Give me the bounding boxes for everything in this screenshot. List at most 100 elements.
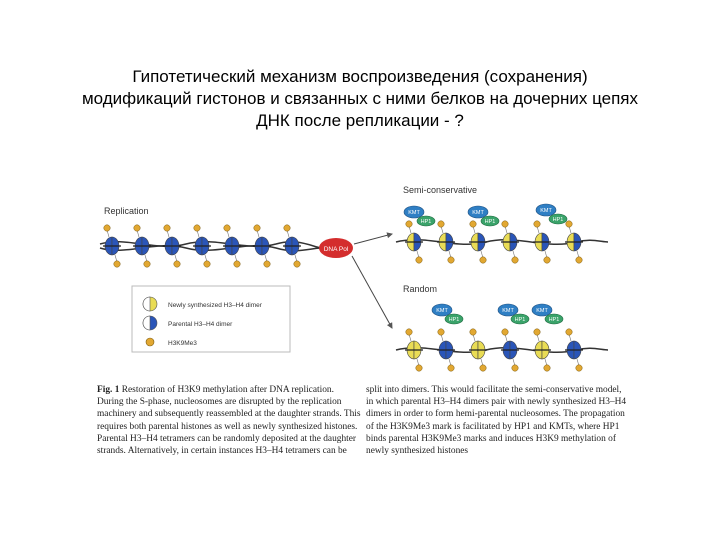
kmt-label: KMT [540,208,552,214]
hp1-label: HP1 [549,317,560,323]
nucleosome [193,224,211,268]
nucleosome [565,220,583,264]
h3k9me3-mark [565,328,573,336]
nucleosome [253,224,271,268]
hp1-protein [548,213,568,225]
h3k9me3-mark [113,260,121,268]
h3k9me3-mark [293,260,301,268]
h3k9me3-mark [415,256,423,264]
h3k9me3-mark [533,328,541,336]
title-line-3: ДНК после репликации - ? [256,111,464,130]
random-nucleosomes [405,328,583,372]
kmt-enzyme [431,303,453,317]
caption-line: in which parental H3–H4 dimers pair with… [366,397,627,408]
caption-line: strands. Alternatively, in certain insta… [97,446,347,457]
dna-pol-shape [319,238,353,258]
hp1-protein [510,313,530,325]
kmt-enzyme [535,203,557,217]
legend-box [131,285,291,353]
caption-line: split into dimers. This would facilitate… [366,385,622,395]
hp1-protein [416,215,436,227]
parental-nucleosomes [103,224,301,268]
kmt-label: KMT [502,308,514,314]
caption-line: of the H3K9Me3 mark is facilitated by HP… [366,421,620,432]
nucleosome [163,224,181,268]
h3k9me3-mark [193,224,201,232]
h3k9me3-mark [173,260,181,268]
nucleosome [133,224,151,268]
h3k9me3-mark [511,256,519,264]
label-replication: Replication [104,206,149,216]
legend-parental-label: Parental H3–H4 dimer [168,321,233,328]
h3k9me3-mark [223,224,231,232]
caption-line: machinery and subsequently reassembled a… [97,409,361,420]
hp1-protein [444,313,464,325]
h3k9me3-mark [253,224,261,232]
h3k9me3-mark [405,328,413,336]
kmt-label: KMT [408,210,420,216]
h3k9me3-mark [437,328,445,336]
h3k9me3-mark [143,260,151,268]
nucleosome [405,220,423,264]
caption-line: newly synthesized histones [366,446,469,457]
h3k9me3-mark [543,364,551,372]
h3k9me3-mark [479,256,487,264]
h3k9me3-mark [103,224,111,232]
h3k9me3-mark [565,220,573,228]
caption-line: Parental H3–H4 tetramers can be randomly… [97,433,357,444]
h3k9me3-mark [469,328,477,336]
nucleosome [501,328,519,372]
dna-pol: DNA Pol [319,238,353,258]
semi-nucleosomes [405,220,583,264]
label-random: Random [403,284,437,294]
h3k9me3-mark [283,224,291,232]
nucleosome [469,328,487,372]
h3k9me3-mark [543,256,551,264]
hp1-label: HP1 [449,317,460,323]
caption-line: dimers in order to form hemi-parental nu… [366,409,625,420]
h3k9me3-mark [447,256,455,264]
slide-title: Гипотетический механизм воспроизведения … [40,66,680,132]
h3k9me3-mark [447,364,455,372]
h3k9me3-mark [263,260,271,268]
hp1-label: HP1 [421,219,432,225]
h3k9me3-mark [415,364,423,372]
legend-mark-icon [145,337,155,347]
caption-left-column: Fig. 1 Restoration of H3K9 methylation a… [97,384,361,457]
title-line-2: модификаций гистонов и связанных с ними … [81,89,639,108]
h3k9me3-mark [479,364,487,372]
caption-line: Fig. 1 Restoration of H3K9 methylation a… [97,385,334,395]
nucleosome [469,220,487,264]
legend-mark-label: H3K9Me3 [168,340,197,347]
nucleosome [283,224,301,268]
dna-pol-label: DNA Pol [324,246,349,253]
kmt-label: KMT [436,308,448,314]
nucleosome [533,220,551,264]
kmt-enzyme [497,303,519,317]
h3k9me3-mark [405,220,413,228]
kmt-label: KMT [472,210,484,216]
replication-figure: Replication Semi-conservative Random DNA… [96,178,624,378]
nucleosome [405,328,423,372]
legend-newly-icon [142,296,158,312]
kmt-enzyme [403,205,425,219]
nucleosome [565,328,583,372]
hp1-label: HP1 [515,317,526,323]
caption-line: requires both parental histones as well … [97,421,358,432]
caption-line: During the S-phase, nucleosomes are disr… [97,397,342,408]
hp1-label: HP1 [553,217,564,223]
hp1-label: HP1 [485,219,496,225]
nucleosome [223,224,241,268]
hp1-protein [544,313,564,325]
legend-newly-label: Newly synthesized H3–H4 dimer [168,302,263,309]
h3k9me3-mark [501,220,509,228]
h3k9me3-mark [233,260,241,268]
arrow-to-random [351,255,393,329]
legend-parental-icon [142,315,158,331]
h3k9me3-mark [575,364,583,372]
